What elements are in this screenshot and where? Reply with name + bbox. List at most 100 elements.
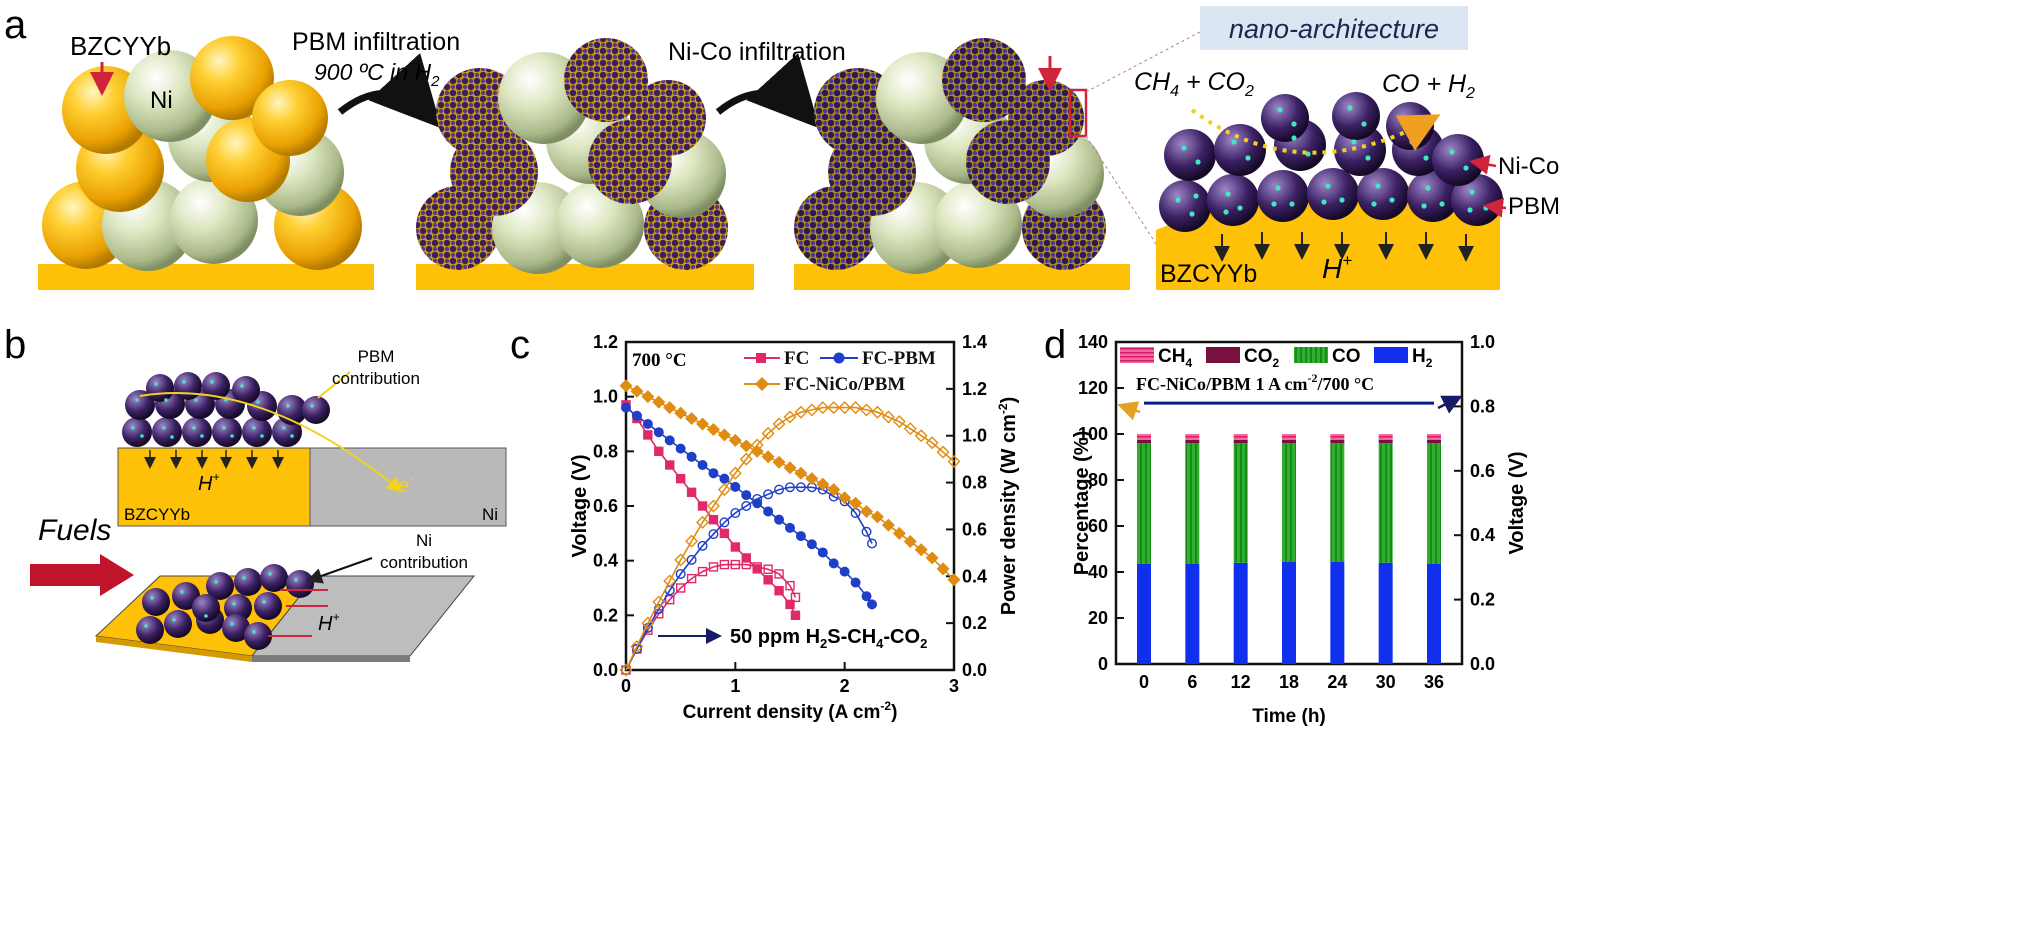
label-ni: Ni [150, 87, 173, 114]
svg-text:H+: H+ [1322, 251, 1352, 284]
x-tick-label: 24 [1327, 672, 1347, 692]
nico-coated-particle [1008, 80, 1084, 156]
data-point [728, 466, 742, 480]
y-right-tick-label: 0.8 [1470, 396, 1495, 416]
data-point [936, 562, 950, 576]
proton-arrows-b [144, 450, 284, 469]
svg-text:CH4: CH4 [1158, 346, 1192, 370]
svg-text:H+: H+ [198, 470, 219, 495]
bar-co2 [1427, 439, 1441, 444]
data-point [708, 529, 719, 540]
data-point [867, 538, 878, 549]
data-point [861, 591, 872, 602]
data-point [772, 455, 786, 469]
y-tick-label: 0.6 [593, 496, 618, 516]
svg-text:FC-NiCo/PBM 1 A cm-2/700 °C: FC-NiCo/PBM 1 A cm-2/700 °C [1136, 371, 1374, 394]
step1-sub-sub: 2 [430, 73, 440, 90]
bzcyyb-particle [190, 36, 274, 120]
bzcyyb-particle [252, 80, 328, 156]
y-right-tick-label: 1.0 [1470, 332, 1495, 352]
data-point [630, 384, 644, 398]
bar-h2 [1185, 563, 1200, 664]
data-point [708, 514, 719, 525]
data-point [697, 501, 708, 511]
y-right-tick-label: 0.2 [962, 613, 987, 633]
label-hplus: H [1322, 253, 1343, 284]
condition-text: FC-NiCo/PBM 1 A cm [1136, 374, 1307, 394]
data-point [795, 482, 806, 493]
data-point [708, 562, 719, 572]
legend-fc: FC [784, 348, 809, 369]
series-line [625, 406, 873, 605]
y-tick-label: 80 [1088, 470, 1108, 490]
y-tick-label: 1.0 [593, 387, 618, 407]
data-point [674, 406, 688, 420]
panel-d-letter: d [1044, 323, 1066, 367]
data-point [697, 460, 708, 471]
pbm-pointer-arrow [1483, 197, 1507, 218]
process-arrow-1 [337, 53, 442, 129]
xlabel-d: Time (h) [1252, 706, 1326, 727]
legend-fcpbm: FC-PBM [862, 348, 936, 369]
data-point [719, 473, 730, 484]
data-point [750, 438, 764, 452]
svg-text:900 ºC in H2: 900 ºC in H2 [314, 59, 440, 90]
nano-title-box [1200, 6, 1468, 50]
label-bzcyyb: BZCYYb [70, 31, 171, 61]
ylabel-right-d: Voltage (V) [1506, 452, 1528, 555]
bar-h2 [1330, 561, 1345, 664]
data-point [892, 415, 906, 429]
y-tick-label: 20 [1088, 608, 1108, 628]
bars-d [1137, 401, 1441, 664]
data-point [794, 466, 808, 480]
bar-co [1427, 443, 1441, 564]
label-pbm: PBM [1508, 193, 1560, 220]
x-tick-label: 18 [1279, 672, 1299, 692]
data-point [783, 410, 797, 424]
data-point [860, 504, 874, 518]
series-c [619, 379, 961, 677]
legend-c: FC FC-PBM FC-NiCo/PBM [744, 348, 936, 395]
x-tick-label: 1 [730, 676, 740, 696]
pbm-coated-particle [564, 38, 648, 122]
data-point [752, 493, 763, 504]
data-point [785, 599, 795, 610]
legend-ch4: CH [1158, 346, 1185, 367]
data-point [621, 665, 632, 676]
svg-text:Power density (W cm-2): Power density (W cm-2) [996, 397, 1020, 616]
data-point [641, 390, 655, 404]
bar-co [1282, 443, 1296, 562]
data-point [630, 640, 644, 654]
pbm-beads-b [122, 372, 330, 447]
legend-swatch-co2 [1206, 347, 1240, 363]
x-tick-label: 0 [1139, 672, 1149, 692]
data-point [686, 451, 697, 462]
bar-ch4 [1282, 434, 1296, 440]
data-point [619, 379, 633, 393]
data-point [664, 435, 675, 446]
data-point [652, 395, 666, 409]
nano-architecture-detail: nano-architecture [1134, 6, 1560, 290]
data-point [621, 402, 632, 413]
data-point [675, 473, 686, 484]
label-bzcyyb-detail: BZCYYb [1160, 260, 1257, 288]
y-tick-label: 0.4 [593, 551, 618, 571]
legend-h2: H [1412, 346, 1426, 367]
data-point [675, 568, 686, 579]
data-point [860, 403, 874, 417]
svg-text:CO2: CO2 [1244, 346, 1280, 370]
xlabel-c: Current density (A cm [683, 702, 881, 723]
data-point [675, 583, 686, 593]
annotation-text: 50 ppm H [730, 626, 820, 648]
y-tick-label: 140 [1078, 332, 1108, 352]
bar-co2 [1378, 439, 1393, 444]
data-point [816, 401, 830, 415]
pbm-contribution-2: contribution [332, 369, 420, 388]
products: CO + H [1382, 70, 1467, 98]
data-point [643, 430, 653, 440]
data-point [708, 468, 719, 479]
data-point [783, 461, 797, 475]
data-point [686, 487, 697, 498]
data-point [817, 547, 828, 558]
